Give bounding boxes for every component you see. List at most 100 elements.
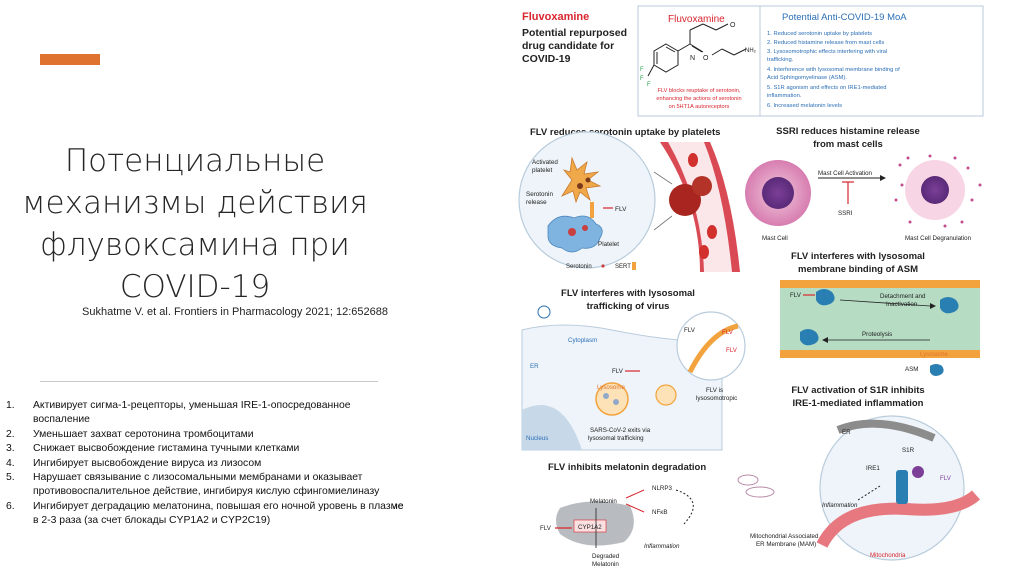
moa-line: 3. Lysosomotrophic effects interfering w… <box>767 49 887 55</box>
s1r-inflammation-label: Inflammation <box>822 502 858 509</box>
chem-n-label: N <box>690 55 695 62</box>
inhibition-line <box>625 503 645 513</box>
list-text: Ингибирует деградацию мелатонина, повыша… <box>33 500 404 527</box>
platelet-panel: FLV reduces serotonin uptake by platelet… <box>518 127 740 272</box>
trafficking-panel: FLV interferes with lysosomal traffickin… <box>521 288 746 451</box>
melatonin-panel-title: FLV inhibits melatonin degradation <box>548 462 706 473</box>
s1r-panel-title: FLV activation of S1R inhibits <box>791 385 924 396</box>
list-item: 3. Снижает высвобождение гистамина тучным… <box>6 442 404 456</box>
title-line: механизмы действия <box>22 185 368 221</box>
lysosomotropic-label: FLV is <box>706 387 723 394</box>
platelet-label: Platelet <box>598 241 619 248</box>
list-number: 2. <box>6 428 15 440</box>
granule <box>577 183 583 189</box>
nucleus-region <box>522 405 582 450</box>
list-item: 4.Ингибирует высвобождение вируса из лиз… <box>6 457 404 471</box>
header-subtitle: drug candidate for <box>522 40 614 52</box>
red-blood-cell <box>707 225 717 239</box>
proteolysis-label: Proteolysis <box>862 331 892 338</box>
zoom-flv-label: FLV <box>684 327 696 334</box>
asm-protein <box>816 289 835 306</box>
list-number: 3. <box>6 443 15 455</box>
cytoplasm-label: Cytoplasm <box>568 337 597 344</box>
arrow-head <box>930 303 936 309</box>
header-box <box>637 5 984 117</box>
exit-label: lysosomal trafficking <box>588 435 644 442</box>
header-subtitle: Potential repurposed <box>522 27 627 39</box>
activated-platelet-label: platelet <box>532 167 553 174</box>
detachment-label: Inactivation <box>886 301 918 308</box>
virus-icon <box>537 305 551 319</box>
list-number: 1. <box>6 400 15 411</box>
ssri-label: SSRI <box>838 210 853 217</box>
serotonin-dot <box>601 264 605 268</box>
chem-nh2-label: NH₂ <box>745 48 757 54</box>
moa-line: 5. S1R agonism and effects on IRE1-media… <box>767 85 886 91</box>
lysosome-zoom-circle <box>676 311 746 381</box>
list-item: 1.Активирует сигма-1-рецепторы, уменьшая… <box>6 399 404 428</box>
lysosome-membrane <box>780 280 980 288</box>
title-line: флувоксамина при <box>40 227 350 263</box>
virion <box>613 399 619 405</box>
melatonin-label: Melatonin <box>590 498 617 505</box>
header-drug-name: Fluvoxamine <box>522 11 589 23</box>
er-membrane <box>836 419 936 442</box>
vessel-lumen <box>668 142 732 272</box>
mam-label: ER Membrane (MAM) <box>756 541 816 548</box>
asm-flv-label: FLV <box>790 292 802 299</box>
asm-protein <box>940 297 959 314</box>
granules-cloud <box>894 154 982 228</box>
melatonin-panel: FLV inhibits melatonin degradation Melat… <box>540 462 706 568</box>
degranulating-nucleus <box>921 176 949 204</box>
arrow-head <box>822 337 828 343</box>
nlrp3-label: NLRP3 <box>652 485 673 492</box>
lysosome-label: Lysosome <box>920 351 949 358</box>
structure-title: Fluvoxamine <box>668 14 725 25</box>
mast-panel-title: from mast cells <box>813 139 883 150</box>
exit-label: SARS-CoV-2 exits via <box>590 427 651 434</box>
list-text: Ингибирует высвобождение вируса из лизос… <box>33 457 262 469</box>
list-number: 5. <box>6 472 15 484</box>
left-column: Потенциальные механизмы действия флувокс… <box>0 0 470 576</box>
mechanism-list: 1.Активирует сигма-1-рецепторы, уменьшая… <box>6 399 404 529</box>
list-text: Уменьшает захват серотонина тромбоцитами <box>33 428 254 440</box>
chem-o-label: O <box>703 55 709 62</box>
sert-transporter <box>590 202 594 218</box>
sert-legend-swatch <box>632 262 636 270</box>
asm-green-panel <box>780 280 980 358</box>
moa-line: inflammation. <box>767 93 802 99</box>
list-text: Нарушает связывание с лизосомальными мем… <box>33 472 380 498</box>
citation: Sukhatme V. et al. Frontiers in Pharmaco… <box>82 306 388 318</box>
melatonin-flv-label: FLV <box>540 525 552 532</box>
detachment-arrow <box>839 299 931 307</box>
legend-sert: SERT <box>615 264 631 270</box>
granule <box>585 177 591 183</box>
list-text: Снижает высвобождение гистамина тучными … <box>33 443 300 455</box>
asm-label: ASM <box>905 366 918 373</box>
virion <box>603 393 609 399</box>
flv-note: enhancing the actions of serotonin <box>656 96 741 102</box>
mast-cell-nucleus <box>762 177 794 209</box>
moa-line: 1. Reduced serotonin uptake by platelets <box>767 31 872 37</box>
mast-cell-label: Mast Cell <box>762 235 788 242</box>
activated-platelet-label: Activated <box>532 159 558 166</box>
list-number: 6. <box>6 500 15 512</box>
trafficking-panel-title: FLV interferes with lysosomal <box>561 288 695 299</box>
asm-panel-title: FLV interferes with lysosomal <box>791 251 925 262</box>
mast-panel-title: SSRI reduces histamine release <box>776 126 920 137</box>
red-blood-cell <box>699 245 709 259</box>
s1r-er-label: ER <box>842 429 851 436</box>
s1r-protein <box>912 466 924 478</box>
lysosome-label: Lysosome <box>597 384 626 391</box>
s1r-label: S1R <box>902 447 915 454</box>
mam-organelle-icon <box>745 486 775 498</box>
flv-note: FLV blocks reuptake of serotonin, <box>658 88 741 94</box>
lysosome-membrane-zoom <box>687 323 739 374</box>
er-label: ER <box>530 363 539 370</box>
zoom-connector <box>653 171 673 185</box>
degraded-label: Degraded <box>592 553 620 560</box>
granule <box>582 225 588 231</box>
serotonin-release-label: Serotonin <box>526 191 553 198</box>
s1r-zoom-circle <box>819 415 965 561</box>
lysosome-vesicle <box>655 384 677 406</box>
